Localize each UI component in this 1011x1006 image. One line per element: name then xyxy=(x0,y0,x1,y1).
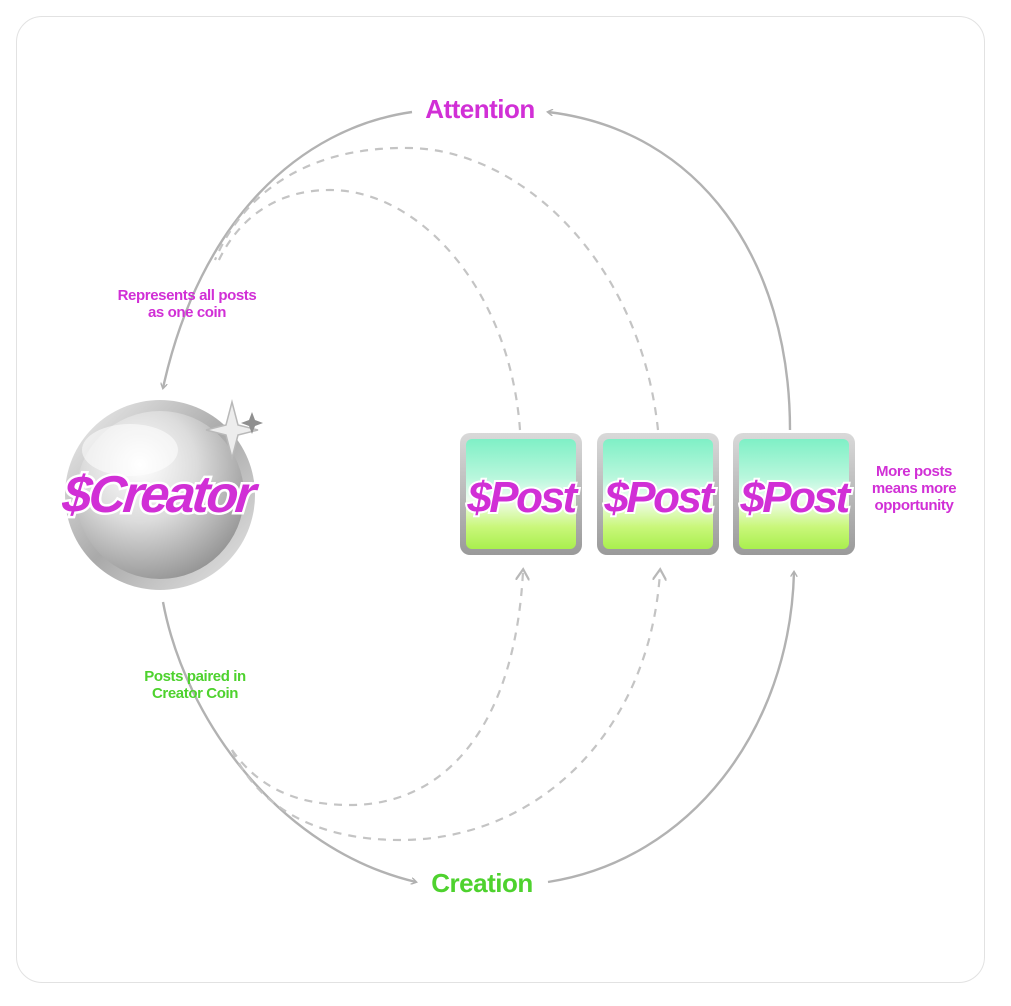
sparkle-icon xyxy=(205,399,263,461)
dashed-arc-top-inner xyxy=(217,188,522,431)
post-tile-2: $Post xyxy=(597,433,721,555)
creator-coin: $Creator xyxy=(57,399,264,590)
represents-label: Represents all posts as one coin xyxy=(117,287,257,321)
arc-creation-to-post xyxy=(547,572,794,884)
post-tile-text: $Post xyxy=(739,473,852,522)
attention-label: Attention xyxy=(425,94,535,124)
post-tile-1: $Post xyxy=(460,433,584,555)
arc-post-to-attention xyxy=(548,112,792,431)
post-tile-text: $Post xyxy=(466,473,579,522)
post-tile-text: $Post xyxy=(603,473,716,522)
arc-creator-to-creation xyxy=(161,601,416,882)
dashed-arc-bottom-outer xyxy=(231,572,660,842)
post-tile-3: $Post xyxy=(733,433,857,555)
more-posts-label: More posts means more opportunity xyxy=(871,463,957,514)
creation-label: Creation xyxy=(431,868,533,898)
dashed-arc-top-outer xyxy=(213,146,660,431)
paired-label: Posts paired in Creator Coin xyxy=(144,668,246,702)
creator-coin-text: $Creator xyxy=(59,466,262,524)
arc-attention-to-creator xyxy=(163,110,413,388)
